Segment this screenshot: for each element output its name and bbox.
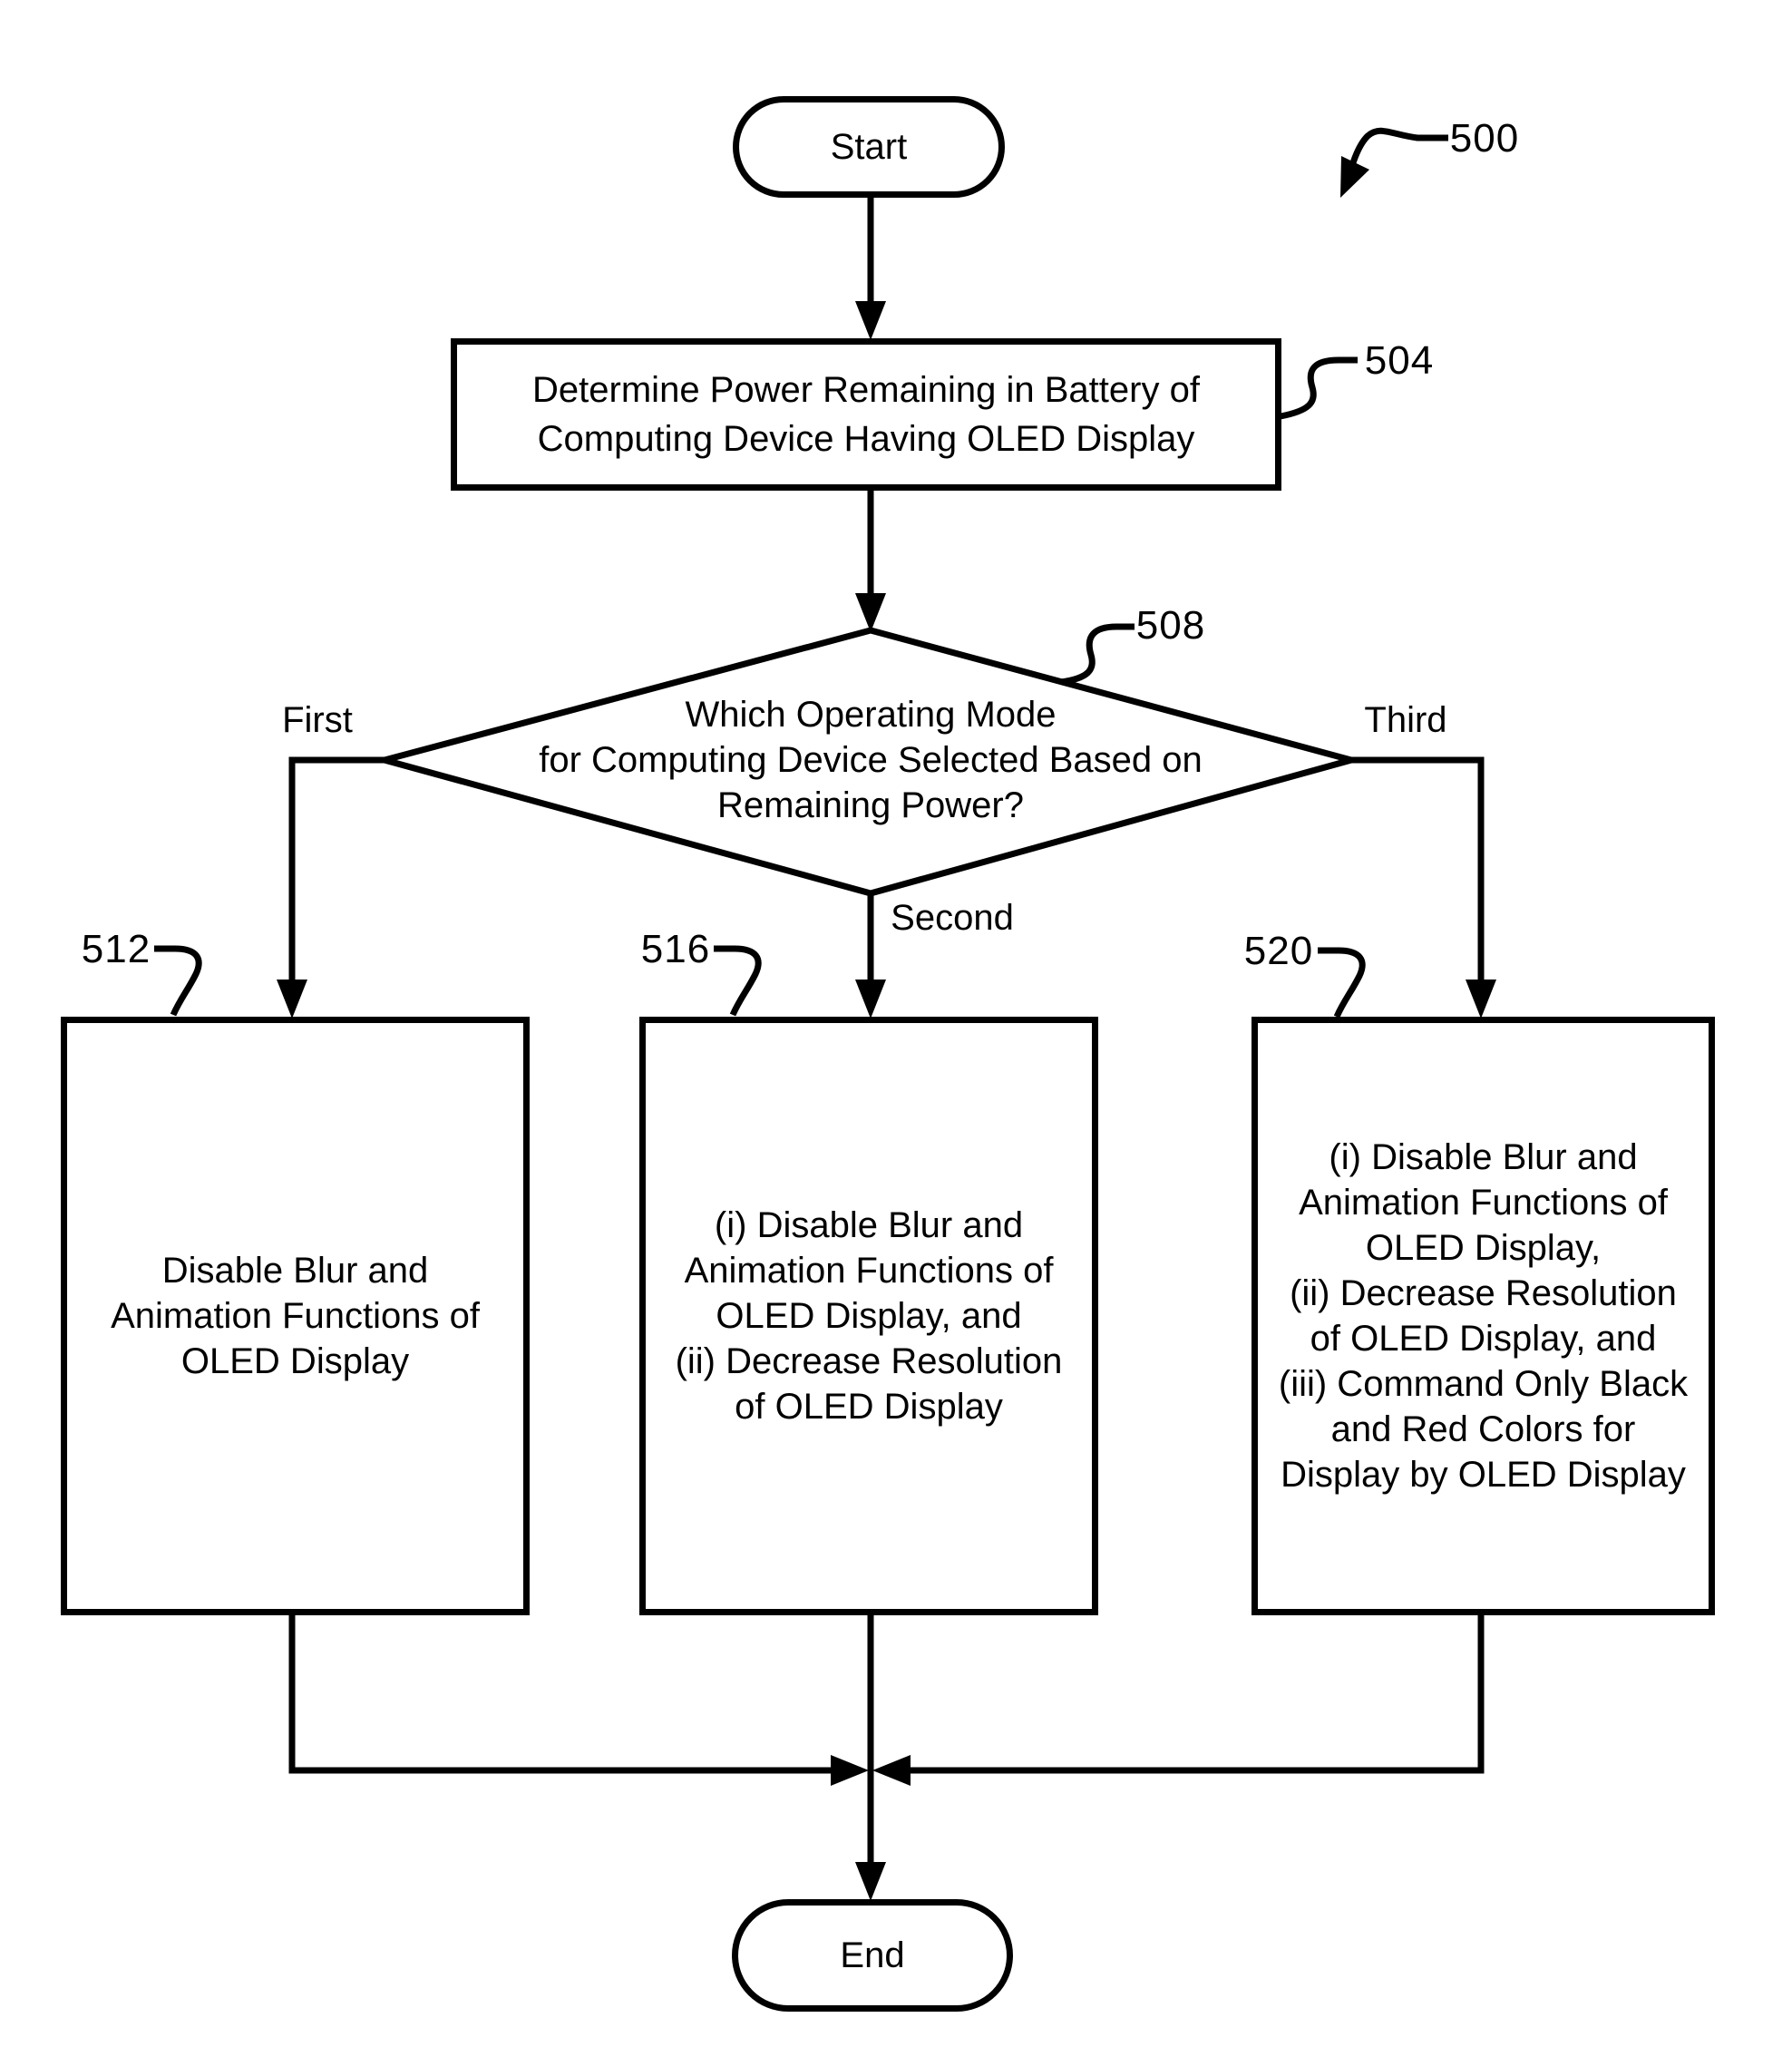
decision-diamond-text: Which Operating Mode for Computing Devic… [417, 691, 1324, 829]
leader-520 [1318, 947, 1366, 1019]
start-label: Start [830, 127, 908, 167]
determine-line: Computing Device Having OLED Display [537, 419, 1195, 459]
third-mode-line: Display by OLED Display [1281, 1455, 1686, 1495]
leader-512 [154, 945, 202, 1017]
branch-label-first: First [282, 700, 353, 740]
connector-decision-to-first [288, 756, 385, 985]
third-mode-line: of OLED Display, and [1310, 1319, 1657, 1359]
second-mode-line: Animation Functions of [684, 1251, 1054, 1291]
arrowhead-into-first-box [277, 980, 307, 1019]
determine-line: Determine Power Remaining in Battery of [532, 370, 1200, 410]
second-mode-line: (ii) Decrease Resolution [675, 1341, 1063, 1381]
decision-line: Remaining Power? [717, 785, 1024, 825]
arrowhead-merge-from-right [872, 1755, 911, 1786]
second-mode-line: of OLED Display [735, 1387, 1003, 1427]
process-box-third-mode: (i) Disable Blur and Animation Functions… [1251, 1017, 1715, 1615]
third-mode-line: (iii) Command Only Black [1278, 1364, 1689, 1404]
branch-label-second: Second [891, 898, 1014, 938]
third-mode-line: Animation Functions of [1299, 1183, 1668, 1223]
first-mode-line: OLED Display [180, 1341, 410, 1381]
connector-third-to-merge [905, 1614, 1485, 1774]
ref-508: 508 [1135, 603, 1206, 648]
process-box-first-mode: Disable Blur and Animation Functions of … [61, 1017, 530, 1615]
arrowhead-into-end [855, 1862, 886, 1901]
decision-line: Which Operating Mode [685, 695, 1057, 735]
second-mode-line: OLED Display, and [716, 1296, 1022, 1336]
third-mode-line: (ii) Decrease Resolution [1290, 1273, 1677, 1313]
first-mode-line: Disable Blur and [161, 1251, 429, 1291]
branch-label-third: Third [1364, 700, 1447, 740]
decision-diamond-shape [372, 627, 1364, 897]
arrowhead-into-third-box [1466, 980, 1496, 1019]
ref-520: 520 [1243, 929, 1314, 973]
first-mode-line: Animation Functions of [111, 1296, 480, 1336]
leader-516 [714, 945, 762, 1017]
third-mode-line: (i) Disable Blur and [1329, 1137, 1638, 1177]
ref-512: 512 [81, 927, 151, 971]
third-mode-line: OLED Display, [1365, 1228, 1602, 1268]
start-node: Start [733, 96, 1005, 198]
arrowhead-merge-from-left [831, 1755, 869, 1786]
arrowhead-into-second-box [855, 980, 886, 1019]
process-box-determine-power: Determine Power Remaining in Battery of … [451, 338, 1281, 491]
end-node: End [732, 1899, 1013, 2012]
connector-first-to-merge [288, 1614, 836, 1774]
figure-ref-500: 500 [1449, 116, 1520, 161]
process-box-second-mode: (i) Disable Blur and Animation Functions… [639, 1017, 1098, 1615]
leader-504 [1280, 356, 1358, 420]
ref-504: 504 [1364, 338, 1435, 383]
ref-516: 516 [640, 927, 711, 971]
third-mode-line: and Red Colors for [1330, 1409, 1636, 1449]
arrowhead-into-determine [855, 301, 886, 340]
leader-500 [1342, 127, 1448, 188]
second-mode-line: (i) Disable Blur and [714, 1205, 1024, 1245]
decision-line: for Computing Device Selected Based on [539, 740, 1203, 780]
end-label: End [840, 1935, 905, 1975]
arrowhead-into-decision [855, 593, 886, 632]
connector-decision-to-third [1351, 756, 1485, 985]
leader-508 [1060, 623, 1135, 686]
